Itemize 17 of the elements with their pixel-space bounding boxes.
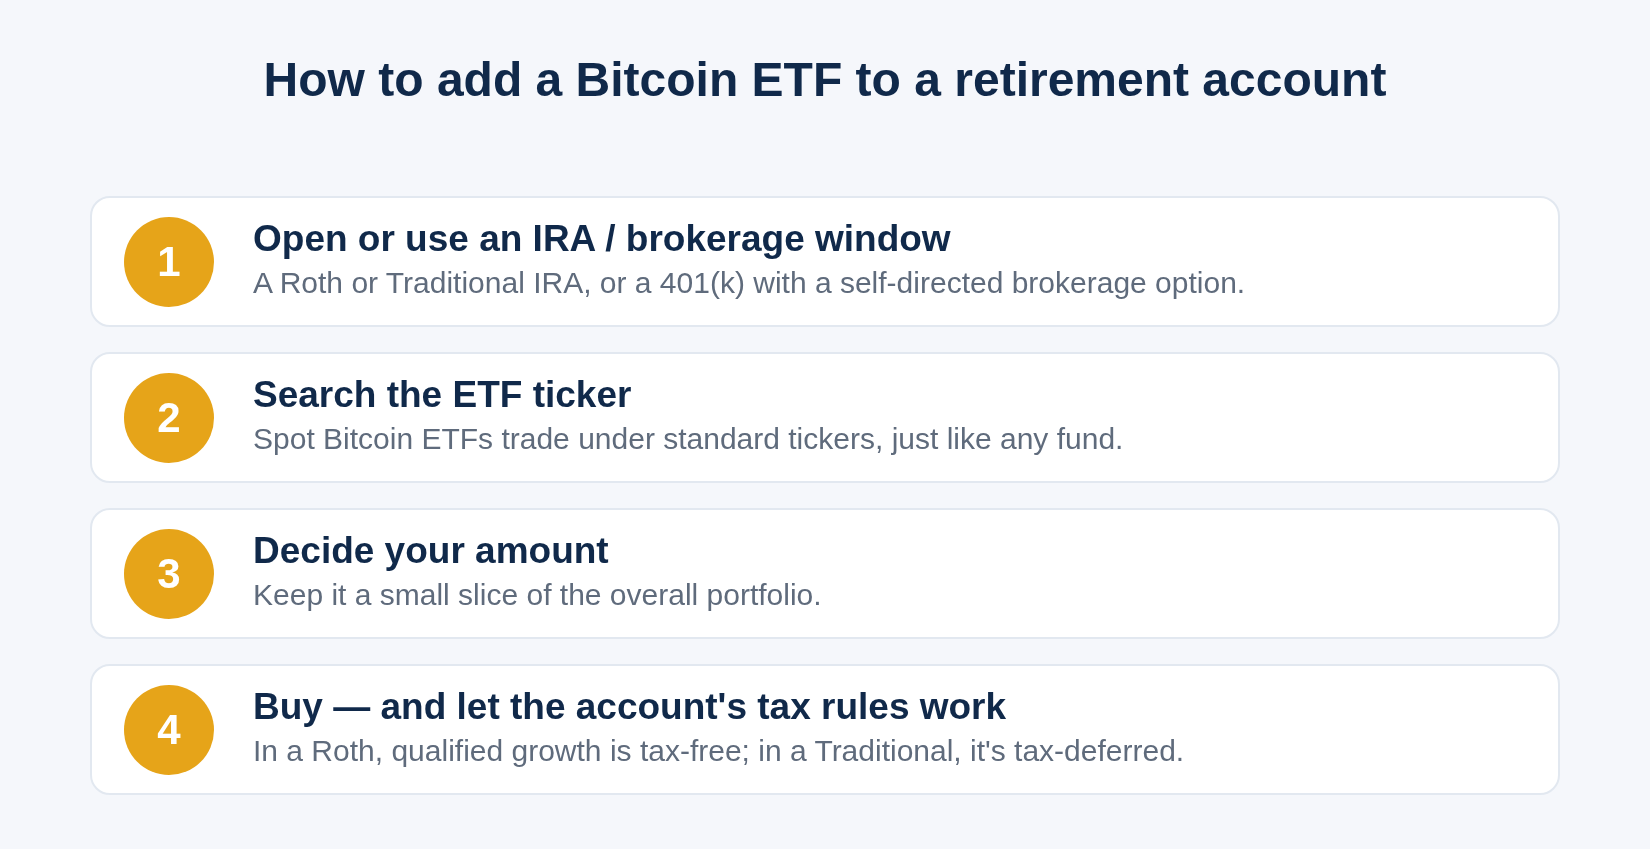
title: How to add a Bitcoin ETF to a retirement account [262,52,1388,108]
step-number: 2 [124,373,214,463]
step-card [90,508,1560,639]
step-heading: Decide your amount [253,529,609,573]
step-heading: Buy — and let the account's tax rules work [253,685,1007,729]
step-card [90,352,1560,483]
step-heading: Open or use an IRA / brokerage window [253,217,951,261]
step-description: Keep it a small slice of the overall portfolio. [253,577,822,613]
step-card [90,664,1560,795]
step-number: 3 [124,529,214,619]
step-heading: Search the ETF ticker [253,373,632,417]
step-description: A Roth or Traditional IRA, or a 401(k) with a self-directed brokerage option. [253,265,1246,301]
step-description: Spot Bitcoin ETFs trade under standard tickers, just like any fund. [253,421,1124,457]
step-number: 1 [124,217,214,307]
step-number: 4 [124,685,214,775]
step-card [90,196,1560,327]
step-description: In a Roth, qualified growth is tax-free; in a Traditional, it's tax-deferred. [253,733,1185,769]
